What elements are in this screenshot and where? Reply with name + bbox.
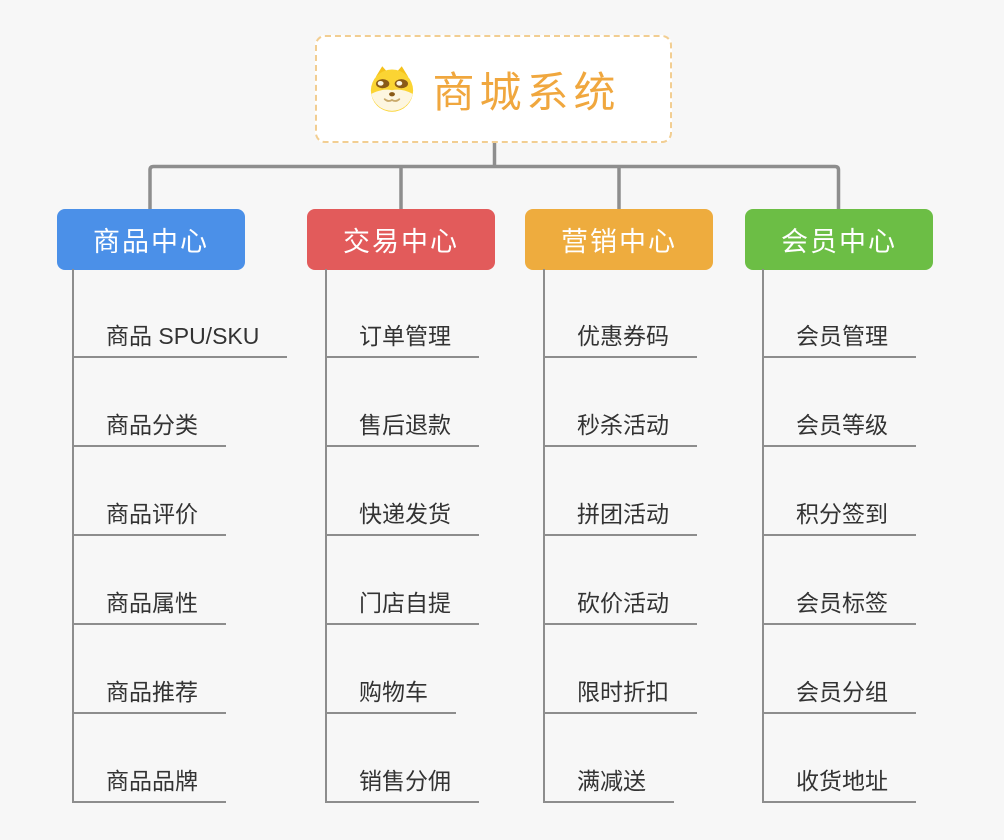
leaf-node[interactable]: 商品推荐 xyxy=(72,672,226,714)
leaf-node[interactable]: 限时折扣 xyxy=(543,672,697,714)
leaf-node[interactable]: 砍价活动 xyxy=(543,583,697,625)
leaf-node[interactable]: 商品品牌 xyxy=(72,761,226,803)
leaf-node[interactable]: 满减送 xyxy=(543,761,674,803)
branch-node-trade-center[interactable]: 交易中心 xyxy=(307,209,495,270)
branch-bus-line xyxy=(148,164,841,210)
leaf-node[interactable]: 快递发货 xyxy=(325,494,479,536)
leaf-node[interactable]: 秒杀活动 xyxy=(543,405,697,447)
leaf-node[interactable]: 积分签到 xyxy=(762,494,916,536)
branch-node-marketing-center[interactable]: 营销中心 xyxy=(525,209,713,270)
leaf-node[interactable]: 会员等级 xyxy=(762,405,916,447)
leaf-node[interactable]: 订单管理 xyxy=(325,316,479,358)
leaf-node[interactable]: 会员分组 xyxy=(762,672,916,714)
leaf-node[interactable]: 售后退款 xyxy=(325,405,479,447)
leaf-node[interactable]: 拼团活动 xyxy=(543,494,697,536)
root-title: 商城系统 xyxy=(432,68,621,116)
leaf-node[interactable]: 会员管理 xyxy=(762,316,916,358)
leaf-node[interactable]: 销售分佣 xyxy=(325,761,479,803)
branch-node-member-center[interactable]: 会员中心 xyxy=(745,209,933,270)
root-node-mall-system[interactable]: 商城系统 xyxy=(315,35,672,143)
leaf-node[interactable]: 优惠券码 xyxy=(543,316,697,358)
branch-node-product-center[interactable]: 商品中心 xyxy=(57,209,245,270)
leaf-node[interactable]: 商品分类 xyxy=(72,405,226,447)
leaf-node[interactable]: 商品属性 xyxy=(72,583,226,625)
leaf-node[interactable]: 购物车 xyxy=(325,672,456,714)
leaf-node[interactable]: 商品评价 xyxy=(72,494,226,536)
leaf-node[interactable]: 会员标签 xyxy=(762,583,916,625)
leaf-node[interactable]: 收货地址 xyxy=(762,761,916,803)
leaf-node[interactable]: 门店自提 xyxy=(325,583,479,625)
leaf-node[interactable]: 商品 SPU/SKU xyxy=(72,316,288,358)
doge-face-icon xyxy=(366,63,418,115)
